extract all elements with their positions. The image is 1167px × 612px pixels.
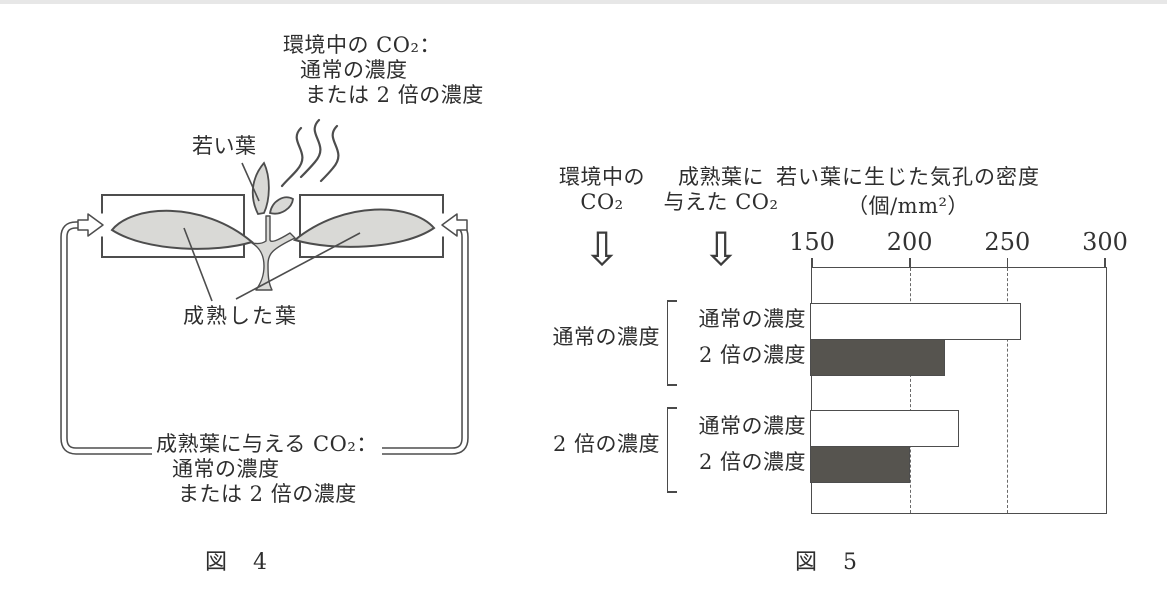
x-axis-tick-label: 200 (886, 228, 933, 256)
x-axis-tick-mark (1104, 258, 1106, 267)
fed-co2-column-header: 成熟葉に 与えた CO₂ (656, 165, 786, 215)
young-leaf-label: 若い葉 (192, 134, 257, 158)
chart-title: 若い葉に生じた気孔の密度 (776, 165, 1040, 189)
ambient-co2-column-header-line2: CO₂ (580, 190, 624, 214)
co2-waves-icon (280, 118, 340, 188)
x-axis-tick-label: 300 (1082, 228, 1128, 256)
bar-double-co2 (810, 339, 945, 376)
group-bracket (667, 407, 678, 493)
young-leaf-icon (251, 161, 294, 215)
fed-co2-down-arrow-icon: ⇩ (701, 222, 741, 276)
figure4-caption: 図 4 (205, 550, 269, 575)
bar-row-label: 2 倍の濃度 (698, 343, 806, 367)
x-axis-tick-label: 250 (984, 228, 1031, 256)
fed-co2-column-header-line1: 成熟葉に (678, 165, 764, 189)
gridline-250 (1007, 268, 1009, 513)
mature-leaf-label: 成熟した葉 (183, 304, 298, 328)
chart-unit-label: （個/mm²） (847, 194, 969, 218)
figure4: 環境中の CO₂： 通常の濃度 または 2 倍の濃度 若い葉 成熟した葉 成熟葉… (0, 0, 560, 612)
top-border-strip (0, 0, 1167, 4)
bar-row-label: 通常の濃度 (698, 307, 806, 331)
bar-normal-co2 (810, 410, 959, 447)
group-label: 通常の濃度 (552, 325, 660, 349)
x-axis-tick-mark (908, 258, 911, 267)
bar-row-label: 2 倍の濃度 (698, 450, 806, 474)
label-pointer-lines-icon (183, 162, 361, 302)
x-axis-tick-mark (811, 258, 813, 267)
ambient-co2-down-arrow-icon: ⇩ (582, 222, 622, 276)
fed-co2-column-header-line2: 与えた CO₂ (663, 190, 779, 214)
left-inflow-arrow-icon (77, 213, 104, 237)
mature-co2-note-line3: または 2 倍の濃度 (178, 482, 357, 506)
ambient-co2-column-header-line1: 環境中の (559, 165, 645, 189)
figure5-caption: 図 5 (795, 550, 859, 575)
group-bracket (667, 300, 678, 386)
right-inflow-arrow-icon (441, 213, 468, 237)
ambient-co2-note: 環境中の CO₂： 通常の濃度 または 2 倍の濃度 (283, 33, 484, 108)
stem-icon (251, 215, 296, 291)
ambient-co2-column-header: 環境中の CO₂ (542, 165, 662, 215)
bar-row-label: 通常の濃度 (698, 414, 806, 438)
apparatus-drawing-icon (60, 118, 469, 455)
group-label: 2 倍の濃度 (552, 432, 660, 456)
gridline-200 (909, 268, 911, 513)
ambient-co2-note-line1: 環境中の CO₂： (283, 33, 441, 57)
mature-co2-note-line1: 成熟葉に与える CO₂： (152, 432, 382, 457)
mature-leaves-icon (110, 208, 436, 250)
x-axis-tick-mark (1006, 258, 1009, 267)
bar-normal-co2 (810, 303, 1022, 340)
mature-co2-note-line2: 通常の濃度 (172, 457, 280, 481)
ambient-co2-note-line3: または 2 倍の濃度 (305, 83, 484, 107)
bar-double-co2 (810, 446, 910, 483)
mature-co2-note: 成熟葉に与える CO₂： 通常の濃度 または 2 倍の濃度 (152, 432, 382, 507)
ambient-co2-note-line2: 通常の濃度 (300, 58, 408, 82)
chart-plot-area: 150 200 250 300 (789, 228, 1128, 514)
x-axis-tick-label: 150 (789, 228, 835, 256)
